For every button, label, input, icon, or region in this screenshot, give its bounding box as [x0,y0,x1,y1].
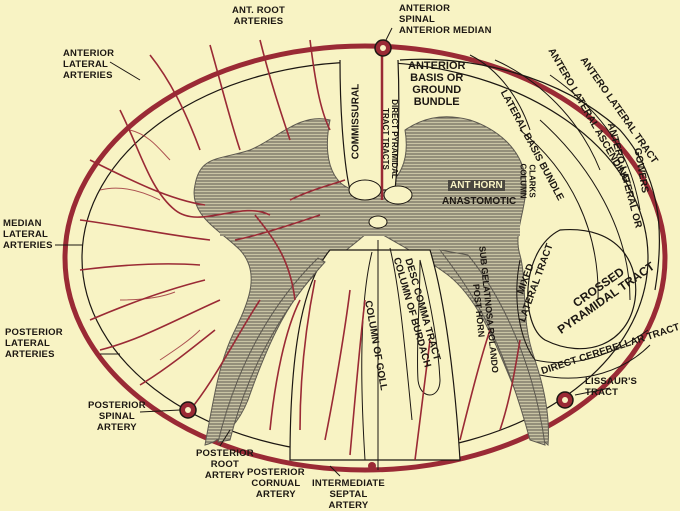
label-posterior-cornual-artery: POSTERIOR CORNUAL ARTERY [247,467,305,500]
label-median-lateral-arteries: MEDIAN LATERAL ARTERIES [3,218,53,251]
label-posterior-root-artery: POSTERIOR ROOT ARTERY [196,448,254,481]
region-anastomotic: ANASTOMOTIC [442,196,516,207]
label-intermediate-septal-artery: INTERMEDIATE SEPTAL ARTERY [312,478,385,511]
region-direct-pyramidal: DIRECT PYRAMIDAL TRACT TRACTS [381,99,399,179]
label-lissaurs-tract: LISSAUR'S TRACT [585,376,637,398]
central-canal [369,216,387,228]
region-ant-horn: ANT HORN [448,180,505,191]
label-anterior-lateral-arteries: ANTERIOR LATERAL ARTERIES [63,48,114,81]
region-commissural: COMMISSURAL [350,84,361,160]
label-anterior-spinal: ANTERIOR SPINAL ANTERIOR MEDIAN [399,3,492,36]
label-ant-root-arteries: ANT. ROOT ARTERIES [232,5,285,27]
region-clarks-column: CLARKS COLUMN [519,163,537,198]
label-posterior-lateral-arteries: POSTERIOR LATERAL ARTERIES [5,327,63,360]
label-posterior-spinal-artery: POSTERIOR SPINAL ARTERY [88,400,146,433]
region-anterior-basis: ANTERIOR BASIS OR GROUND BUNDLE [408,60,465,108]
